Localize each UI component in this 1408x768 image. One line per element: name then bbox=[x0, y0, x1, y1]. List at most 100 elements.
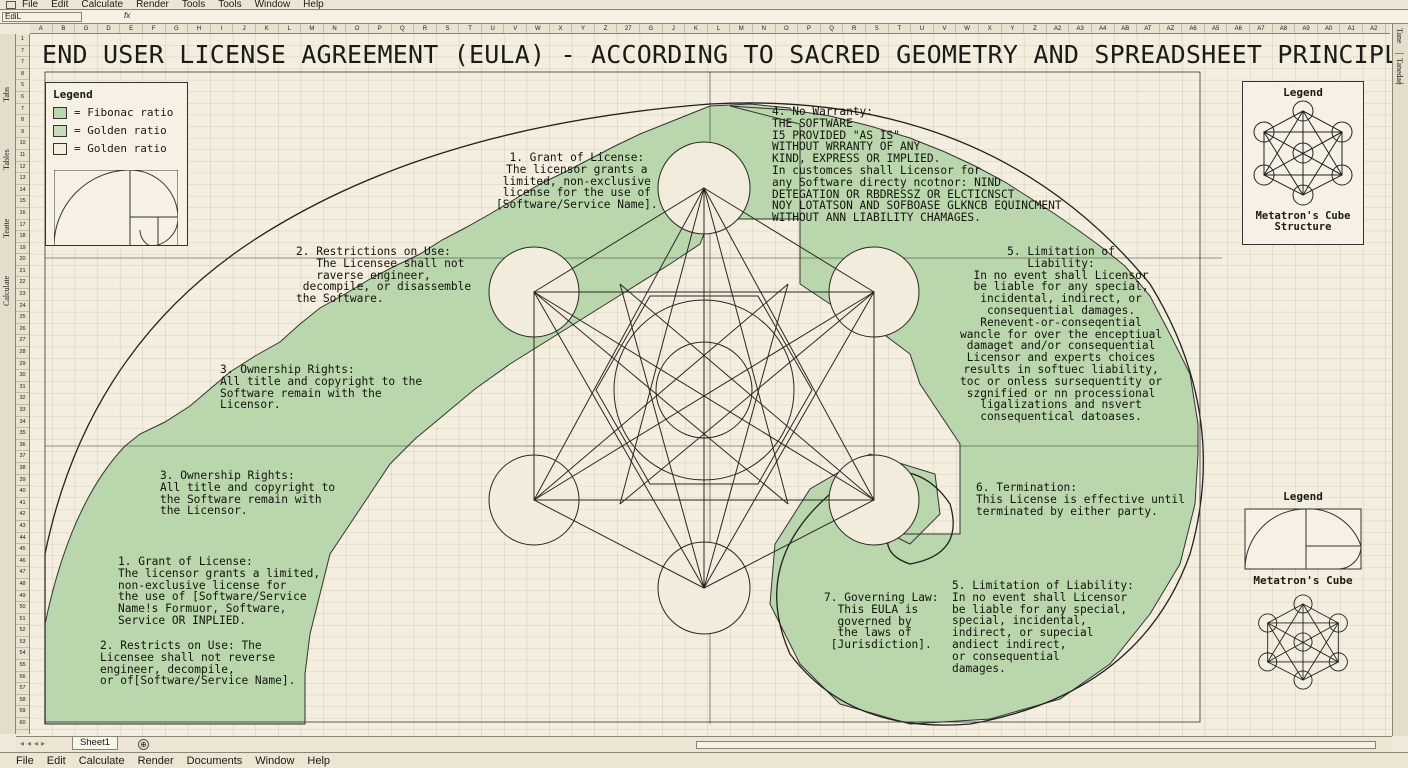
row-header[interactable]: 26 bbox=[16, 324, 29, 336]
column-header[interactable]: K bbox=[685, 24, 708, 33]
add-sheet-icon[interactable]: ⊕ bbox=[138, 739, 149, 750]
menu-item-edit[interactable]: Edit bbox=[46, 754, 66, 767]
column-header[interactable]: R bbox=[414, 24, 437, 33]
side-tab[interactable]: Calculate bbox=[2, 275, 11, 306]
column-header[interactable]: A6 bbox=[1227, 24, 1251, 33]
menu-item-file[interactable]: File bbox=[22, 0, 39, 10]
row-header[interactable]: 48 bbox=[16, 579, 29, 591]
column-header[interactable]: A bbox=[30, 24, 53, 33]
column-header[interactable]: AB bbox=[1115, 24, 1138, 33]
menu-item-calculate[interactable]: Calculate bbox=[81, 0, 124, 10]
row-header[interactable]: 12 bbox=[16, 162, 29, 174]
app-icon[interactable] bbox=[6, 0, 16, 9]
row-header[interactable]: 36 bbox=[16, 440, 29, 452]
column-header[interactable]: A4 bbox=[1092, 24, 1115, 33]
row-header[interactable]: 10 bbox=[16, 138, 29, 150]
column-header[interactable]: M bbox=[301, 24, 324, 33]
row-header[interactable]: 38 bbox=[16, 463, 29, 475]
row-header[interactable]: 20 bbox=[16, 254, 29, 266]
column-header[interactable]: O bbox=[346, 24, 369, 33]
horizontal-scrollbar[interactable] bbox=[696, 741, 1376, 749]
column-header[interactable]: A0 bbox=[1318, 24, 1341, 33]
row-header[interactable]: 57 bbox=[16, 683, 29, 695]
row-header[interactable]: 7 bbox=[16, 46, 29, 58]
menu-item-window[interactable]: Window bbox=[255, 754, 295, 767]
row-header[interactable]: 35 bbox=[16, 428, 29, 440]
column-header[interactable]: T bbox=[459, 24, 482, 33]
column-header[interactable]: Q bbox=[821, 24, 844, 33]
column-header[interactable]: N bbox=[753, 24, 776, 33]
row-header[interactable]: 43 bbox=[16, 521, 29, 533]
row-header[interactable]: 7 bbox=[16, 57, 29, 69]
row-header[interactable]: 14 bbox=[16, 185, 29, 197]
column-header[interactable]: Z bbox=[595, 24, 618, 33]
sheet-nav-arrows-icon[interactable]: ◂◂◂▸ bbox=[20, 739, 49, 748]
menu-item-render[interactable]: Render bbox=[137, 754, 174, 767]
row-header[interactable]: 15 bbox=[16, 196, 29, 208]
name-box[interactable]: EdiL bbox=[2, 12, 82, 22]
row-header[interactable]: 27 bbox=[16, 335, 29, 348]
row-header[interactable]: 49 bbox=[16, 591, 29, 603]
row-header[interactable]: 17 bbox=[16, 220, 29, 232]
column-header[interactable]: X bbox=[979, 24, 1002, 33]
column-header[interactable]: A8 bbox=[1273, 24, 1296, 33]
right-rail-tab[interactable]: Tanedae bbox=[1395, 58, 1404, 85]
column-header[interactable]: 27 bbox=[617, 24, 641, 33]
column-header[interactable]: L bbox=[708, 24, 731, 33]
row-header[interactable]: 16 bbox=[16, 208, 29, 220]
side-tab[interactable]: Tables bbox=[2, 149, 11, 170]
column-header[interactable]: AT bbox=[1137, 24, 1160, 33]
row-header[interactable]: 31 bbox=[16, 382, 29, 394]
menu-item-documents[interactable]: Documents bbox=[186, 754, 243, 767]
column-header[interactable]: W bbox=[527, 24, 550, 33]
row-header[interactable]: 45 bbox=[16, 544, 29, 556]
column-header[interactable]: W bbox=[956, 24, 979, 33]
column-header[interactable]: L bbox=[279, 24, 302, 33]
side-tab[interactable]: Teatte bbox=[2, 218, 11, 238]
row-header[interactable]: 1 bbox=[16, 34, 29, 46]
row-header[interactable]: 41 bbox=[16, 498, 29, 510]
row-header[interactable]: 54 bbox=[16, 648, 29, 661]
column-header[interactable]: A2 bbox=[1047, 24, 1070, 33]
row-header[interactable]: 18 bbox=[16, 231, 29, 243]
menu-item-tools[interactable]: Tools bbox=[218, 0, 242, 10]
column-header[interactable]: G bbox=[640, 24, 663, 33]
column-header[interactable]: A3 bbox=[1069, 24, 1092, 33]
menu-item-help[interactable]: Help bbox=[307, 754, 331, 767]
column-header[interactable]: I bbox=[211, 24, 234, 33]
column-header[interactable]: A6 bbox=[1182, 24, 1205, 33]
column-header[interactable]: K bbox=[256, 24, 279, 33]
row-header[interactable]: 8 bbox=[16, 69, 29, 81]
column-header[interactable]: D bbox=[98, 24, 121, 33]
row-header[interactable]: 50 bbox=[16, 602, 29, 614]
side-tab[interactable]: Tabs bbox=[2, 87, 11, 102]
menu-item-edit[interactable]: Edit bbox=[51, 0, 69, 10]
column-header[interactable]: N bbox=[324, 24, 347, 33]
column-header[interactable]: S bbox=[866, 24, 889, 33]
column-header[interactable]: U bbox=[911, 24, 934, 33]
row-header[interactable]: 29 bbox=[16, 359, 29, 371]
row-header[interactable]: 55 bbox=[16, 660, 29, 672]
row-header[interactable]: 24 bbox=[16, 301, 29, 313]
column-header[interactable]: P bbox=[369, 24, 392, 33]
column-header[interactable]: V bbox=[504, 24, 528, 33]
row-header[interactable]: 13 bbox=[16, 173, 29, 185]
column-header[interactable]: S bbox=[437, 24, 460, 33]
row-header[interactable]: 21 bbox=[16, 266, 29, 278]
row-header[interactable]: 32 bbox=[16, 393, 29, 405]
row-header[interactable]: 8 bbox=[16, 115, 29, 127]
row-header[interactable]: 33 bbox=[16, 405, 29, 417]
row-header[interactable]: 44 bbox=[16, 533, 29, 545]
column-header[interactable]: X bbox=[550, 24, 573, 33]
row-header[interactable]: 5 bbox=[16, 80, 29, 92]
column-header[interactable]: J bbox=[663, 24, 686, 33]
row-header[interactable]: 23 bbox=[16, 289, 29, 301]
row-header[interactable]: 28 bbox=[16, 347, 29, 359]
column-header[interactable]: Q bbox=[392, 24, 415, 33]
row-header[interactable]: 34 bbox=[16, 417, 29, 429]
column-header[interactable]: AZ bbox=[1160, 24, 1183, 33]
row-header[interactable]: 58 bbox=[16, 695, 29, 707]
row-header[interactable]: 39 bbox=[16, 475, 29, 487]
row-header[interactable]: 6 bbox=[16, 92, 29, 104]
row-header[interactable]: 25 bbox=[16, 312, 29, 324]
